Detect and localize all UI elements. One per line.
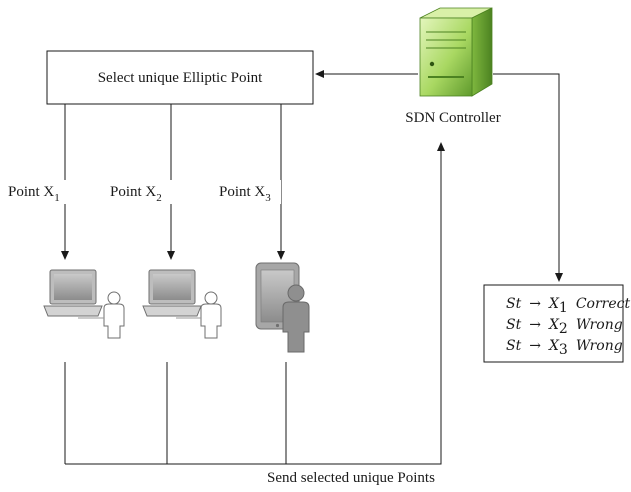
result-row-3: St → X3 Wrong	[506, 337, 623, 358]
sdn-controller-server-icon	[419, 7, 493, 97]
laptop-user-1-icon	[43, 269, 125, 339]
sdn-controller-label: SDN Controller	[405, 110, 500, 126]
select-elliptic-point-box: Select unique Elliptic Point	[46, 50, 314, 105]
point-x1-label: Point X1	[6, 180, 70, 204]
svg-text:Point X1: Point X1	[8, 184, 60, 204]
controller-to-result-arrow	[493, 73, 563, 282]
point-x2-label: Point X2	[108, 180, 172, 204]
result-box: St → X1 Correct St → X2 Wrong St → X3 Wr…	[483, 284, 630, 363]
result-row-1: St → X1 Correct	[506, 295, 630, 316]
svg-text:Point X2: Point X2	[110, 184, 162, 204]
send-points-arrow	[65, 142, 445, 465]
tablet-user-3-icon	[255, 262, 310, 353]
point-x3-label: Point X3	[217, 180, 281, 204]
result-row-2: St → X2 Wrong	[506, 316, 623, 337]
laptop-user-2-icon	[142, 269, 222, 339]
send-points-label: Send selected unique Points	[267, 470, 435, 486]
svg-text:Point X3: Point X3	[219, 184, 271, 204]
select-box-label: Select unique Elliptic Point	[98, 70, 263, 86]
